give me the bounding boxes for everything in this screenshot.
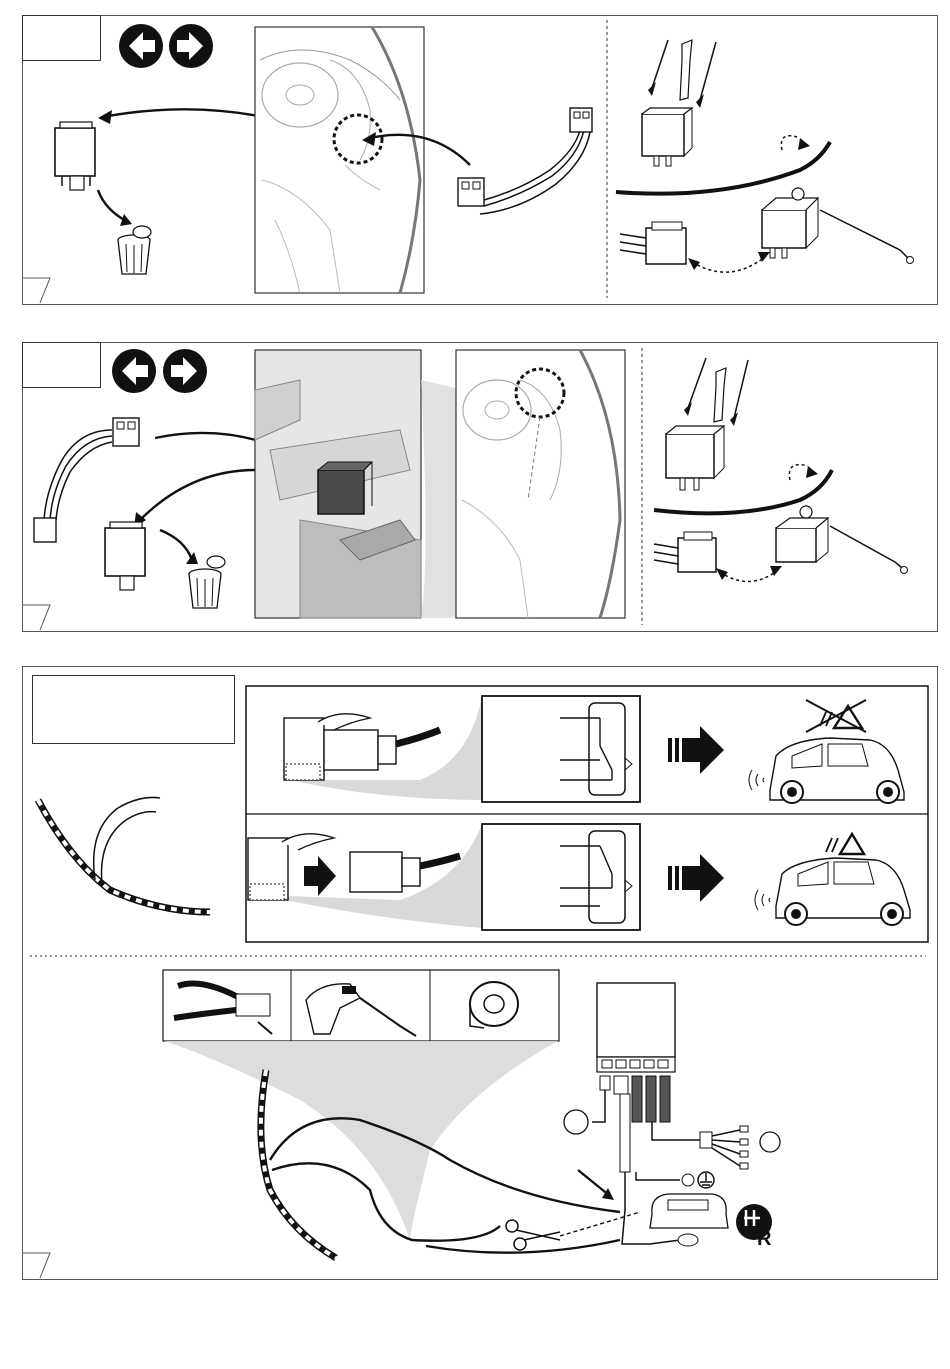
relay-schematic-off [482,696,640,802]
ground-icon [698,1172,714,1188]
scissors-icon [506,1220,560,1250]
striped-cable [38,797,210,912]
relay-schematic-on [482,824,640,930]
registration-letter: R [757,1228,771,1251]
car-rear-small [650,1194,728,1228]
electronic-module [597,983,675,1122]
